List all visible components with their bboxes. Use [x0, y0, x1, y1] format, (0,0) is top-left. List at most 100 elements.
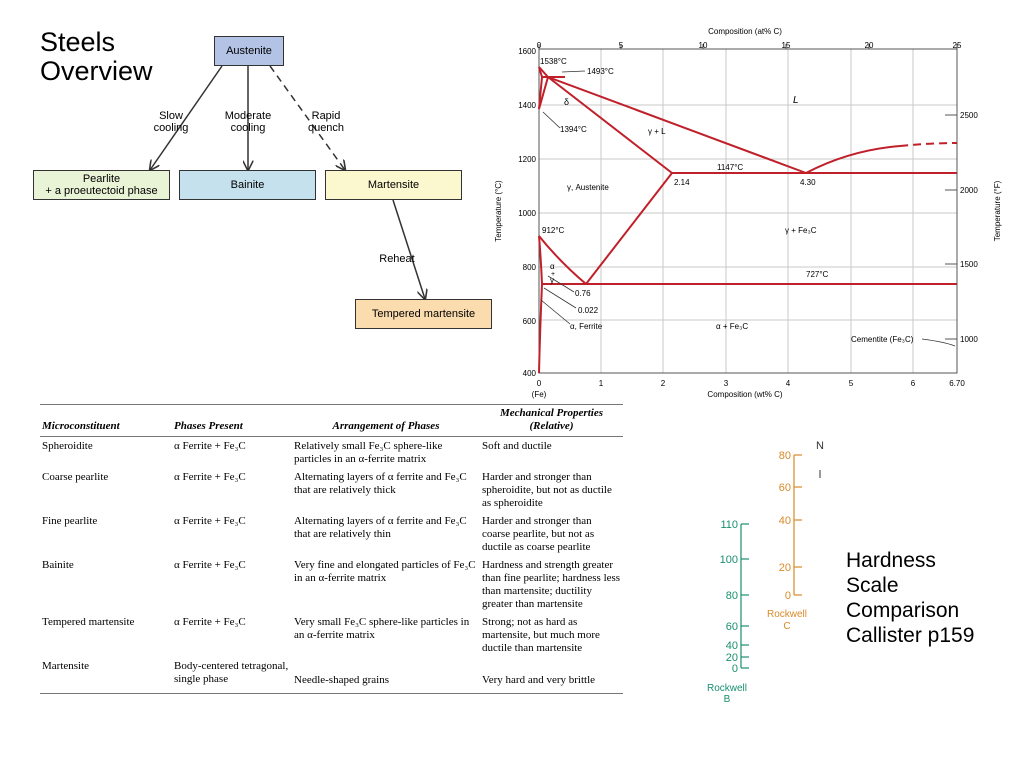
- label-076: 0.76: [575, 289, 591, 298]
- rockwell-b-tick-110: 110: [720, 519, 738, 531]
- fe-label: (Fe): [532, 390, 547, 399]
- bottom-tick-5: 5: [849, 379, 854, 388]
- pearlite-box: Pearlite + a proeutectoid phase: [33, 170, 170, 200]
- pearlite-line-2: + a proeutectoid phase: [45, 185, 158, 197]
- label-727: 727°C: [806, 270, 829, 279]
- rockwell-c-tick-60: 60: [779, 482, 791, 494]
- a3-line: [538, 235, 587, 285]
- sidenote-line-1: Hardness: [846, 549, 936, 572]
- moderate-cooling-line-2: cooling: [230, 122, 266, 134]
- cell-arrangement: Alternating layers of α ferrite and Fe₃C…: [294, 515, 467, 540]
- label-gamma-small: γ: [550, 276, 554, 285]
- rockwell-c-label-1: Rockwell: [767, 609, 807, 620]
- left-tick-600: 600: [523, 317, 537, 326]
- rockwell-b-tick-100: 100: [720, 554, 738, 566]
- title-line-1: Steels: [40, 27, 116, 57]
- label-1493: 1493°C: [587, 67, 614, 76]
- table-row: Tempered martensite α Ferrite + Fe₃C Ver…: [40, 613, 623, 657]
- top-tick-25: 25: [953, 41, 962, 50]
- right-tick-2000: 2000: [960, 186, 978, 195]
- left-tick-1200: 1200: [518, 155, 536, 164]
- liquidus-line: [538, 66, 807, 174]
- austenite-box: Austenite: [214, 36, 284, 66]
- cell-phases: Body-centered tetragonal, single phase: [172, 657, 292, 694]
- right-tick-1000: 1000: [960, 335, 978, 344]
- label-1147: 1147°C: [717, 163, 743, 172]
- header-arrangement: Arrangement of Phases: [292, 404, 480, 437]
- label-austenite: γ, Austenite: [567, 183, 609, 192]
- bainite-box: Bainite: [179, 170, 316, 200]
- label-912: 912°C: [542, 226, 565, 235]
- cell-properties: Strong; not as hard as martensite, but m…: [482, 616, 600, 654]
- bottom-tick-4: 4: [786, 379, 791, 388]
- bottom-tick-1: 1: [599, 379, 604, 388]
- bottom-tick-0: 0: [537, 379, 542, 388]
- label-delta: δ: [564, 97, 569, 107]
- cell-arrangement: Needle-shaped grains: [292, 657, 480, 694]
- label-alpha-small: α: [550, 262, 555, 271]
- rockwell-b-scale: 110 100 80 60 40 20 0 Rockwell B: [707, 519, 749, 705]
- cell-properties: Very hard and very brittle: [480, 657, 623, 694]
- table-row: Spheroidite α Ferrite + Fe₃C Relatively …: [40, 437, 623, 469]
- label-liquid: L: [793, 95, 799, 106]
- arrow-rapid-quench: [269, 65, 345, 170]
- rockwell-b-label-2: B: [724, 694, 731, 705]
- label-1394: 1394°C: [560, 125, 587, 134]
- iron-carbon-phase-diagram: Composition (at% C) 0 5 10 15 20 25 1600…: [494, 27, 1002, 399]
- table-row: Bainite α Ferrite + Fe₃C Very fine and e…: [40, 556, 623, 613]
- table-row: Fine pearlite α Ferrite + Fe₃C Alternati…: [40, 512, 623, 556]
- header-mechanical-properties: Mechanical Properties (Relative): [480, 404, 623, 437]
- solidus-line: [547, 76, 673, 174]
- rockwell-c-tick-40: 40: [779, 515, 791, 527]
- bottom-tick-6: 6: [911, 379, 916, 388]
- cell-properties: Hardness and strength greater than fine …: [482, 559, 621, 610]
- bottom-tick-670: 6.70: [949, 379, 965, 388]
- sidenote-line-2: Scale: [846, 574, 899, 597]
- leader-lines: [540, 70, 956, 347]
- label-ferrite: α, Ferrite: [570, 322, 603, 331]
- cell-name: Coarse pearlite: [42, 471, 109, 483]
- sidenote-line-4: Callister p159: [846, 624, 975, 647]
- rockwell-c-tick-80: 80: [779, 450, 791, 462]
- table-row: Martensite Body-centered tetragonal, sin…: [40, 657, 623, 694]
- cell-phases: α Ferrite + Fe₃C: [174, 559, 246, 571]
- label-plus: +: [551, 271, 555, 278]
- cell-arrangement: Very small Fe₃C sphere-like particles in…: [294, 616, 470, 641]
- rockwell-b-ticks: [741, 523, 749, 669]
- rockwell-b-tick-60: 60: [726, 621, 738, 633]
- rockwell-c-tick-0: 0: [785, 590, 791, 602]
- left-tick-400: 400: [523, 369, 537, 378]
- label-214: 2.14: [674, 178, 690, 187]
- label-alpha-fe3c: α + Fe₃C: [716, 322, 748, 331]
- bottom-tick-3: 3: [724, 379, 729, 388]
- moderate-cooling-line-1: Moderate: [224, 110, 272, 122]
- right-axis-ticks: [945, 114, 957, 340]
- cell-properties: Harder and stronger than spheroidite, bu…: [482, 471, 612, 509]
- header-microconstituent: Microconstituent: [40, 404, 172, 437]
- label-0022: 0.022: [578, 306, 599, 315]
- cell-properties: Harder and stronger than coarse pearlite…: [482, 515, 595, 553]
- cell-arrangement: Very fine and elongated particles of Fe₃…: [294, 559, 476, 584]
- left-tick-1400: 1400: [518, 101, 536, 110]
- left-tick-800: 800: [523, 263, 537, 272]
- title-line-2: Overview: [40, 56, 153, 86]
- microconstituent-table: Microconstituent Phases Present Arrangem…: [40, 404, 623, 694]
- rockwell-b-tick-0: 0: [732, 663, 738, 675]
- rockwell-c-scale: 80 60 40 20 0 Rockwell C: [767, 450, 807, 632]
- rockwell-b-tick-80: 80: [726, 590, 738, 602]
- bottom-tick-2: 2: [661, 379, 666, 388]
- cell-arrangement: Alternating layers of α ferrite and Fe₃C…: [294, 471, 467, 496]
- phase-boundaries: [538, 66, 958, 374]
- cell-name: Bainite: [42, 559, 74, 571]
- moderate-cooling-label: Moderate cooling: [220, 110, 276, 134]
- cementite-liquidus: [805, 145, 901, 174]
- right-tick-1500: 1500: [960, 260, 978, 269]
- slow-cooling-line-1: Slow: [159, 110, 183, 122]
- bottom-axis-label: Composition (wt% C): [707, 390, 782, 399]
- rockwell-b-label-1: Rockwell: [707, 683, 747, 694]
- hardness-scale-comparison: 110 100 80 60 40 20 0 Rockwell B: [707, 440, 824, 705]
- sidenote-line-3: Comparison: [846, 599, 960, 622]
- rockwell-c-ticks: [794, 454, 802, 596]
- pearlite-line-1: Pearlite: [82, 173, 121, 185]
- hardness-comparison-note: Hardness Scale Comparison Callister p159: [846, 548, 974, 648]
